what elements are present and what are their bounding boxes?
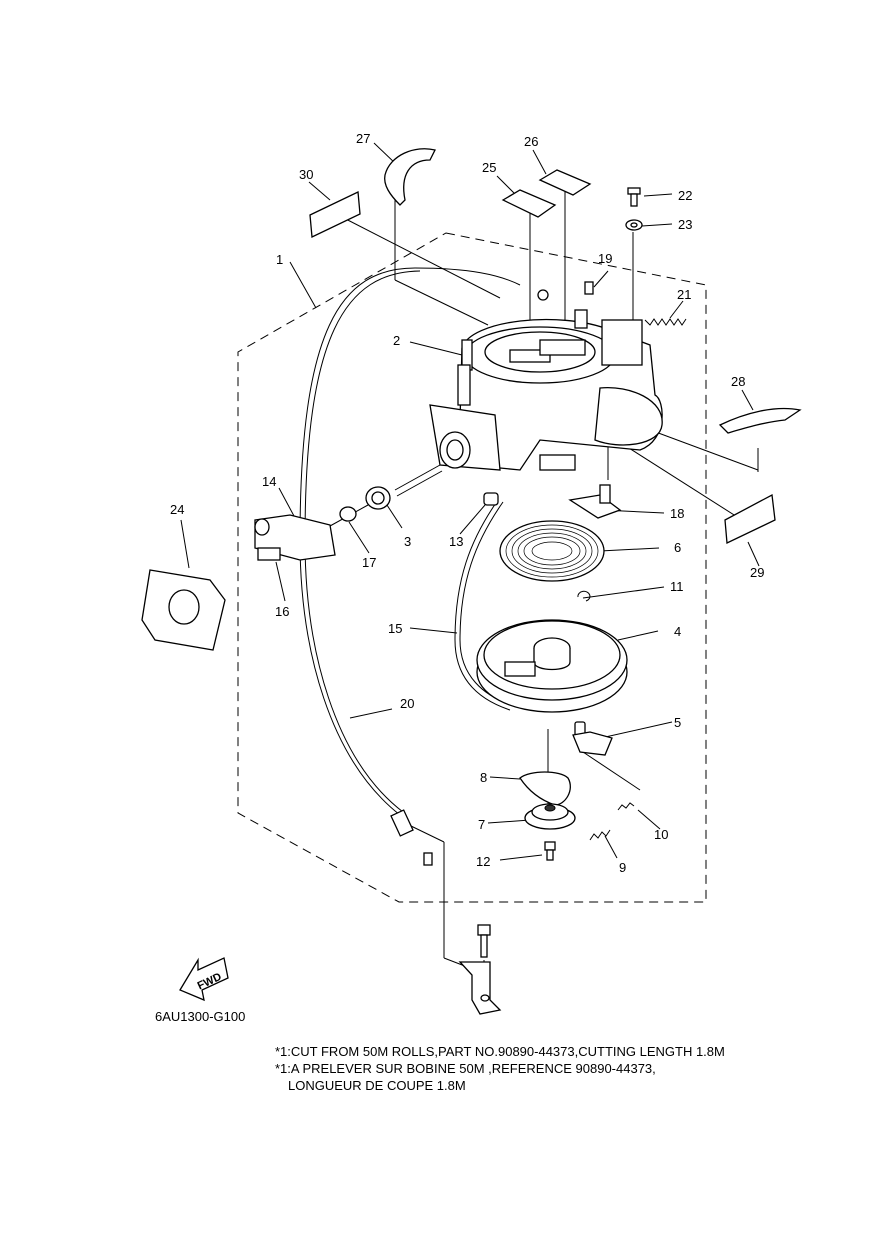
callout-25: 25 xyxy=(482,160,496,175)
cable-bracket xyxy=(458,924,502,1015)
callout-6: 6 xyxy=(674,540,681,555)
callout-14: 14 xyxy=(262,474,276,489)
pin-19 xyxy=(584,281,594,295)
callout-12: 12 xyxy=(476,854,490,869)
grommet xyxy=(483,492,499,506)
cable-end xyxy=(390,809,433,866)
callout-5: 5 xyxy=(674,715,681,730)
decal-27 xyxy=(384,148,436,206)
rewind-pulley xyxy=(476,619,628,713)
callout-4: 4 xyxy=(674,624,681,639)
callout-28: 28 xyxy=(731,374,745,389)
rubber-seal xyxy=(141,569,226,651)
callout-9: 9 xyxy=(619,860,626,875)
friction-plate xyxy=(519,771,571,806)
callout-26: 26 xyxy=(524,134,538,149)
decal-30 xyxy=(309,191,361,238)
callout-18: 18 xyxy=(670,506,684,521)
circlip xyxy=(577,590,591,602)
callout-labels: 1 2 3 4 5 6 7 8 9 10 11 12 13 14 15 16 1… xyxy=(170,131,764,875)
note-french: *1:A PRELEVER SUR BOBINE 50M ,REFERENCE … xyxy=(275,1061,656,1076)
callout-10: 10 xyxy=(654,827,668,842)
callout-21: 21 xyxy=(677,287,691,302)
callout-11: 11 xyxy=(670,579,684,594)
spring-9 xyxy=(589,829,611,841)
callout-7: 7 xyxy=(478,817,485,832)
callout-3: 3 xyxy=(404,534,411,549)
callout-1: 1 xyxy=(276,252,283,267)
callout-13: 13 xyxy=(449,534,463,549)
callout-24: 24 xyxy=(170,502,184,517)
notes-block: *1:CUT FROM 50M ROLLS,PART NO.90890-4437… xyxy=(275,1043,725,1094)
callout-27: 27 xyxy=(356,131,370,146)
spring-10 xyxy=(617,802,635,811)
callout-15: 15 xyxy=(388,621,402,636)
cable-boot xyxy=(365,464,443,510)
callout-8: 8 xyxy=(480,770,487,785)
spring-21 xyxy=(644,318,687,326)
callout-22: 22 xyxy=(678,188,692,203)
starter-housing xyxy=(429,289,663,471)
bolt-12 xyxy=(544,841,556,861)
callout-2: 2 xyxy=(393,333,400,348)
decal-26 xyxy=(538,169,592,196)
callout-16: 16 xyxy=(275,604,289,619)
assembly-boundary xyxy=(237,232,707,903)
callout-19: 19 xyxy=(598,251,612,266)
cable-clamp xyxy=(254,514,336,561)
callout-23: 23 xyxy=(678,217,692,232)
callout-29: 29 xyxy=(750,565,764,580)
decal-25 xyxy=(501,189,557,218)
decal-28 xyxy=(718,407,802,434)
drive-pawl xyxy=(572,721,613,756)
decal-29 xyxy=(724,493,776,544)
starter-lock xyxy=(568,484,622,519)
callout-30: 30 xyxy=(299,167,313,182)
callout-17: 17 xyxy=(362,555,376,570)
fwd-arrow-icon: FWD xyxy=(179,957,229,1002)
note-english: *1:CUT FROM 50M ROLLS,PART NO.90890-4437… xyxy=(275,1044,725,1059)
diagram-code: 6AU1300-G100 xyxy=(155,1009,246,1024)
screw-22 xyxy=(627,187,641,207)
cable-fitting xyxy=(329,504,369,527)
note-french-continued: LONGUEUR DE COUPE 1.8M xyxy=(288,1078,466,1093)
callout-20: 20 xyxy=(400,696,414,711)
drive-plate xyxy=(524,803,576,830)
spiral-spring xyxy=(499,520,605,582)
washer-23 xyxy=(625,219,643,231)
